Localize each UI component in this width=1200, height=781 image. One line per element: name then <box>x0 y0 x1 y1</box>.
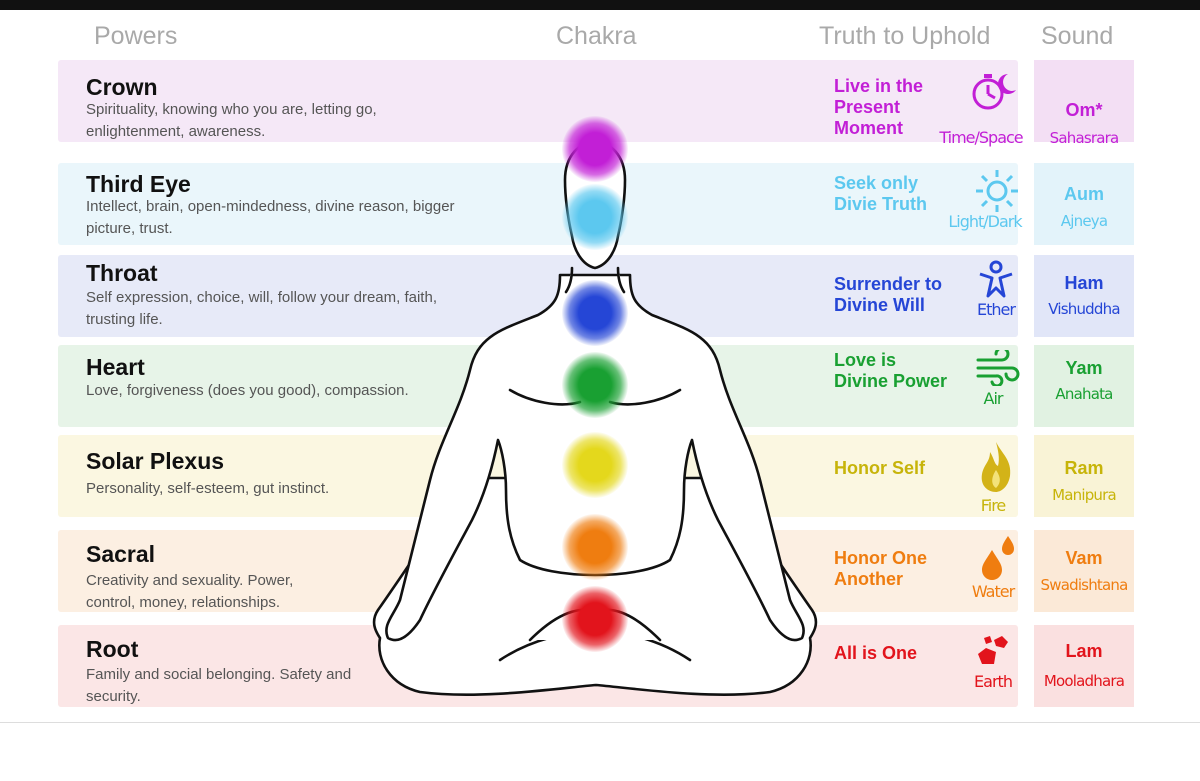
sanskrit-root: Mooladhara <box>1043 672 1125 690</box>
sound-cell-third-eye <box>1034 163 1134 245</box>
top-bar <box>0 0 1200 10</box>
truth-third-eye: Seek only Divie Truth <box>834 173 928 214</box>
sound-cell-root <box>1034 625 1134 707</box>
mantra-third-eye: Aum <box>1064 184 1104 204</box>
sound-cell-solar-plexus <box>1034 435 1134 517</box>
water-drops-icon <box>982 536 1014 580</box>
sound-cell-heart <box>1034 345 1134 427</box>
header-powers: Powers <box>94 22 178 50</box>
sanskrit-throat: Vishuddha <box>1048 300 1120 318</box>
power-title-heart: Heart <box>86 354 145 380</box>
band-crown <box>58 60 1018 142</box>
sound-cell-sacral <box>1034 530 1134 612</box>
figure-icon <box>979 260 1013 298</box>
element-solar-plexus: Fire <box>980 496 1007 515</box>
element-heart: Air <box>983 389 1004 408</box>
power-title-third-eye: Third Eye <box>86 171 191 197</box>
power-title-solar-plexus: Solar Plexus <box>86 448 225 474</box>
truth-root: All is One <box>834 643 918 663</box>
power-desc-heart: Love, forgiveness (does you good), compa… <box>86 382 409 399</box>
rocks-icon <box>978 636 1008 664</box>
sound-cell-throat <box>1034 255 1134 337</box>
power-desc-root: Family and social belonging. Safety and … <box>86 666 352 705</box>
truth-throat: Surrender to Divine Will <box>834 274 943 315</box>
mantra-crown: Om* <box>1065 100 1103 120</box>
band-third-eye <box>58 163 1018 245</box>
chakra-dot-third-eye <box>562 184 628 250</box>
wind-icon <box>976 350 1020 386</box>
truth-heart: Love is Divine Power <box>834 350 948 391</box>
mantra-throat: Ham <box>1064 273 1104 293</box>
element-root: Earth <box>974 672 1013 691</box>
header-sound: Sound <box>1041 22 1114 50</box>
power-title-throat: Throat <box>86 260 158 286</box>
sanskrit-third-eye: Ajneya <box>1060 212 1108 230</box>
truth-solar-plexus: Honor Self <box>834 458 926 478</box>
chakra-dot-heart <box>562 352 628 418</box>
power-title-sacral: Sacral <box>86 541 156 567</box>
mantra-root: Lam <box>1065 641 1103 661</box>
element-crown: Time/Space <box>939 128 1023 147</box>
sanskrit-solar-plexus: Manipura <box>1052 486 1117 504</box>
chakra-dot-crown <box>562 116 628 182</box>
bottom-bar <box>0 722 1200 781</box>
truth-sacral: Honor One Another <box>834 548 927 589</box>
sanskrit-crown: Sahasrara <box>1049 129 1120 147</box>
chakra-dot-solar-plexus <box>562 432 628 498</box>
element-third-eye: Light/Dark <box>948 212 1022 231</box>
power-title-crown: Crown <box>86 74 158 100</box>
power-desc-third-eye: Intellect, brain, open-mindedness, divin… <box>86 198 455 237</box>
mantra-solar-plexus: Ram <box>1064 458 1104 478</box>
sanskrit-heart: Anahata <box>1055 385 1113 403</box>
header-chakra: Chakra <box>556 22 637 50</box>
header-truth: Truth to Uphold <box>819 22 991 50</box>
chakra-dot-root <box>562 586 628 652</box>
chakra-dot-throat <box>562 280 628 346</box>
element-sacral: Water <box>971 582 1015 601</box>
power-desc-sacral: Creativity and sexuality. Power, control… <box>86 572 294 611</box>
power-desc-crown: Spirituality, knowing who you are, letti… <box>86 101 377 140</box>
sanskrit-sacral: Swadishtana <box>1040 576 1129 594</box>
mantra-heart: Yam <box>1065 358 1103 378</box>
clock-moon-icon <box>972 74 1016 110</box>
power-desc-solar-plexus: Personality, self-esteem, gut instinct. <box>86 480 330 497</box>
element-throat: Ether <box>977 300 1016 319</box>
truth-crown: Live in the Present Moment <box>834 76 924 138</box>
power-title-root: Root <box>86 636 139 662</box>
flame-icon <box>981 442 1011 492</box>
chakra-dot-sacral <box>562 514 628 580</box>
mantra-sacral: Vam <box>1065 548 1103 568</box>
power-desc-throat: Self expression, choice, will, follow yo… <box>86 289 437 328</box>
sound-cell-crown <box>1034 60 1134 142</box>
sun-icon <box>976 170 1018 212</box>
